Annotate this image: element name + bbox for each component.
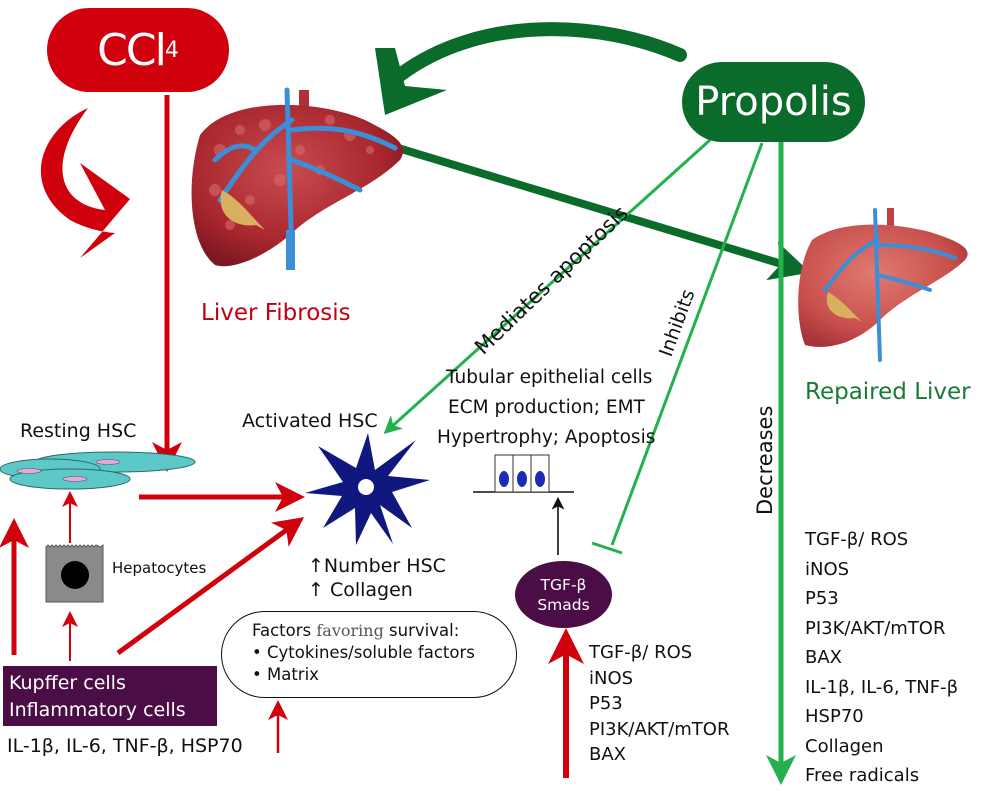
factors-title-emph: favoring (316, 621, 384, 640)
liver-fibrosis-illustration (191, 87, 404, 270)
right-marker-list: TGF-β/ ROS iNOS P53 PI3K/AKT/mTOR BAX IL… (805, 525, 958, 791)
inhibits-line (610, 142, 764, 546)
cytokines-left-label: IL-1β, IL-6, TNF-β, HSP70 (7, 735, 243, 757)
middle-marker-list: TGF-β/ ROS iNOS P53 PI3K/AKT/mTOR BAX (589, 640, 729, 768)
ccl4-subscript: 4 (164, 37, 179, 63)
list-item: TGF-β/ ROS (589, 642, 693, 663)
list-item: iNOS (589, 667, 634, 689)
resting-hsc-label: Resting HSC (20, 420, 137, 442)
propolis-curved-arrowhead-icon (375, 48, 447, 115)
list-item: P53 (805, 588, 839, 609)
tubular-cells-icon (473, 454, 574, 493)
hsc-collagen-label: ↑ Collagen (308, 579, 413, 601)
tgf-smads-node: TGF-β Smads (515, 561, 612, 628)
factors-title-post: survival: (383, 621, 460, 640)
liver-fibrosis-label: Liver Fibrosis (201, 300, 351, 326)
activated-hsc-label: Activated HSC (242, 410, 378, 432)
propolis-curved-arrow (393, 22, 687, 82)
kupffer-line-2: Inflammatory cells (9, 699, 186, 721)
list-item: PI3K/AKT/mTOR (805, 617, 946, 639)
hepatocyte-cell-icon (45, 544, 104, 603)
resting-hsc-cells (0, 451, 196, 490)
ccl4-label: CCl (97, 24, 167, 76)
tubular-line-1: Tubular epithelial cells (446, 367, 653, 388)
tubular-line-2: ECM production; EMT (448, 397, 645, 418)
list-item: TGF-β/ ROS (805, 529, 909, 550)
smads-label: Smads (537, 595, 590, 614)
list-item: BAX (589, 744, 626, 765)
tgf-label: TGF-β (540, 575, 587, 594)
list-item: PI3K/AKT/mTOR (589, 718, 730, 740)
list-item: P53 (589, 693, 623, 714)
propolis-node: Propolis (682, 62, 865, 142)
repaired-liver-label: Repaired Liver (805, 379, 971, 405)
factors-survival-box: Factors favoring survival: • Cytokines/s… (221, 611, 517, 698)
fibrosis-to-repaired-arrow (396, 144, 811, 281)
kupffer-line-1: Kupffer cells (9, 672, 126, 694)
list-item: iNOS (805, 558, 850, 580)
list-item: HSP70 (805, 706, 864, 727)
list-item: BAX (805, 647, 842, 668)
kupffer-to-activated-arrow (116, 517, 305, 656)
hsc-nucleus (358, 479, 374, 495)
curved-red-arrow-icon (40, 108, 130, 258)
inhibits-bar (591, 541, 623, 555)
list-item: Collagen (805, 735, 884, 757)
hsc-number-label: ↑Number HSC (308, 555, 446, 577)
hepatocytes-label: Hepatocytes (112, 559, 207, 577)
tubular-line-3: Hypertrophy; Apoptosis (437, 427, 656, 448)
factors-title-pre: Factors (252, 621, 317, 640)
list-item: IL-1β, IL-6, TNF-β (805, 676, 959, 698)
mediates-apoptosis-arrow (383, 138, 712, 435)
factors-item: • Cytokines/soluble factors (252, 643, 475, 662)
kupffer-cells-box: Kupffer cells Inflammatory cells (3, 666, 217, 726)
factors-item: • Matrix (252, 665, 319, 684)
factors-title: Factors favoring survival: (252, 620, 516, 642)
list-item: Free radicals (805, 765, 920, 786)
propolis-label: Propolis (695, 79, 852, 125)
decreases-label: Decreases (753, 405, 777, 515)
repaired-liver-illustration (798, 208, 968, 362)
